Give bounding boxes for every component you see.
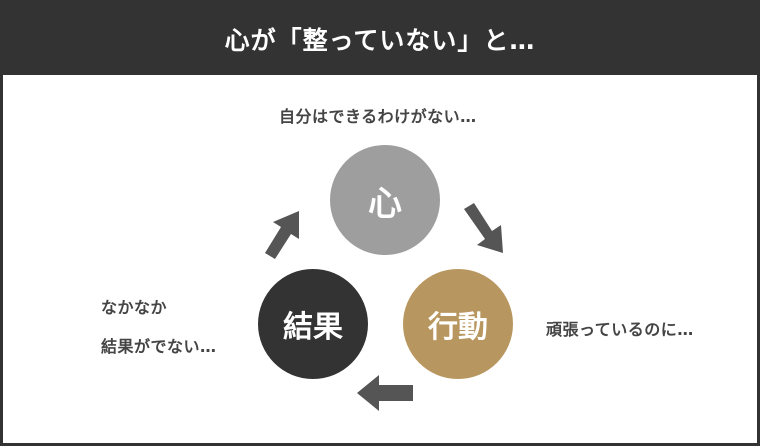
result-circle: 結果 xyxy=(258,269,368,379)
result-label: 結果 xyxy=(283,310,343,345)
arrow-left-icon xyxy=(357,375,413,411)
heart-circle: 心 xyxy=(330,145,440,255)
action-label: 行動 xyxy=(428,310,488,345)
action-caption: 頑張っているのに… xyxy=(546,320,694,339)
heart-label: 心 xyxy=(368,183,402,224)
arrow-up-right-icon xyxy=(265,211,299,259)
action-circle: 行動 xyxy=(403,269,513,379)
arrow-down-right-icon xyxy=(464,203,503,253)
header-title: 心が「整っていない」と… xyxy=(3,3,757,75)
heart-caption: 自分はできるわけがない… xyxy=(279,107,477,126)
result-caption-line2: 結果がでない… xyxy=(101,337,217,356)
result-caption-line1: なかなか xyxy=(101,298,168,317)
